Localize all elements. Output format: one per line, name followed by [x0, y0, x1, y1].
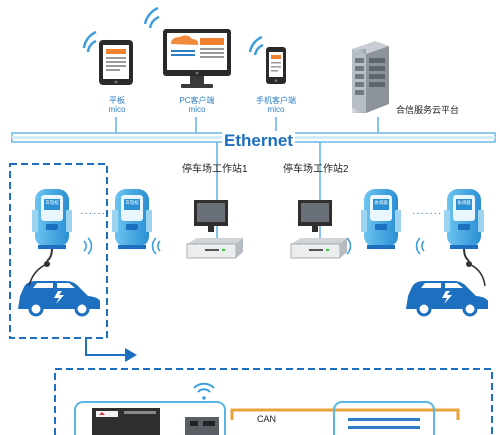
- phone-icon: [248, 35, 286, 84]
- controller-bar: [348, 418, 420, 421]
- workstation-icon: [186, 200, 243, 259]
- tablet-sub: mico: [108, 105, 126, 114]
- pile-right-a-label: 协调器: [374, 200, 388, 205]
- pc-name: PC客户端: [179, 96, 215, 105]
- workstation-icon: [290, 200, 347, 259]
- tablet-name: 平板: [109, 96, 125, 105]
- pile-dots-left: ·······: [80, 208, 111, 219]
- controller-panel-right: [333, 401, 435, 435]
- electric-car-icon: [406, 263, 488, 317]
- phone-sub: mico: [267, 105, 285, 114]
- monitor-icon: [143, 6, 231, 88]
- server-icon: [352, 41, 389, 113]
- phone-label: 手机客户端 mico: [248, 96, 304, 114]
- tablet-icon: [82, 30, 133, 85]
- can-bus-label: CAN: [257, 414, 277, 424]
- pile-left-b-label: 充电桩: [125, 200, 139, 205]
- controller-bar: [348, 426, 420, 429]
- ethernet-label: Ethernet: [222, 131, 295, 151]
- can-bus-line: [230, 408, 460, 420]
- pile-right-b-label: 协调器: [457, 200, 471, 205]
- connector-arrow: [85, 338, 137, 362]
- charging-pile-icon: [32, 189, 72, 267]
- cloud-label: 合信服务云平台: [396, 105, 460, 115]
- tablet-label: 平板 mico: [101, 96, 133, 114]
- charging-pile-icon: [361, 189, 401, 249]
- pile-left-a-label: 充电桩: [45, 200, 59, 205]
- phone-name: 手机客户端: [256, 96, 296, 105]
- charging-pile-icon: [444, 189, 484, 267]
- controller-group-border: [54, 368, 493, 435]
- pc-label: PC客户端 mico: [170, 96, 224, 114]
- electric-car-icon: [18, 263, 100, 317]
- network-drop-lines: [115, 117, 379, 200]
- controller-icon: [74, 401, 226, 435]
- pile-dots-right: ·······: [412, 208, 443, 219]
- left-pile-group-border: [9, 163, 108, 339]
- pc-sub: mico: [188, 105, 206, 114]
- charging-pile-icon: [112, 189, 152, 249]
- wifi-icon: [193, 382, 215, 400]
- station-1-label: 停车场工作站1: [182, 164, 248, 175]
- station-2-label: 停车场工作站2: [283, 164, 349, 175]
